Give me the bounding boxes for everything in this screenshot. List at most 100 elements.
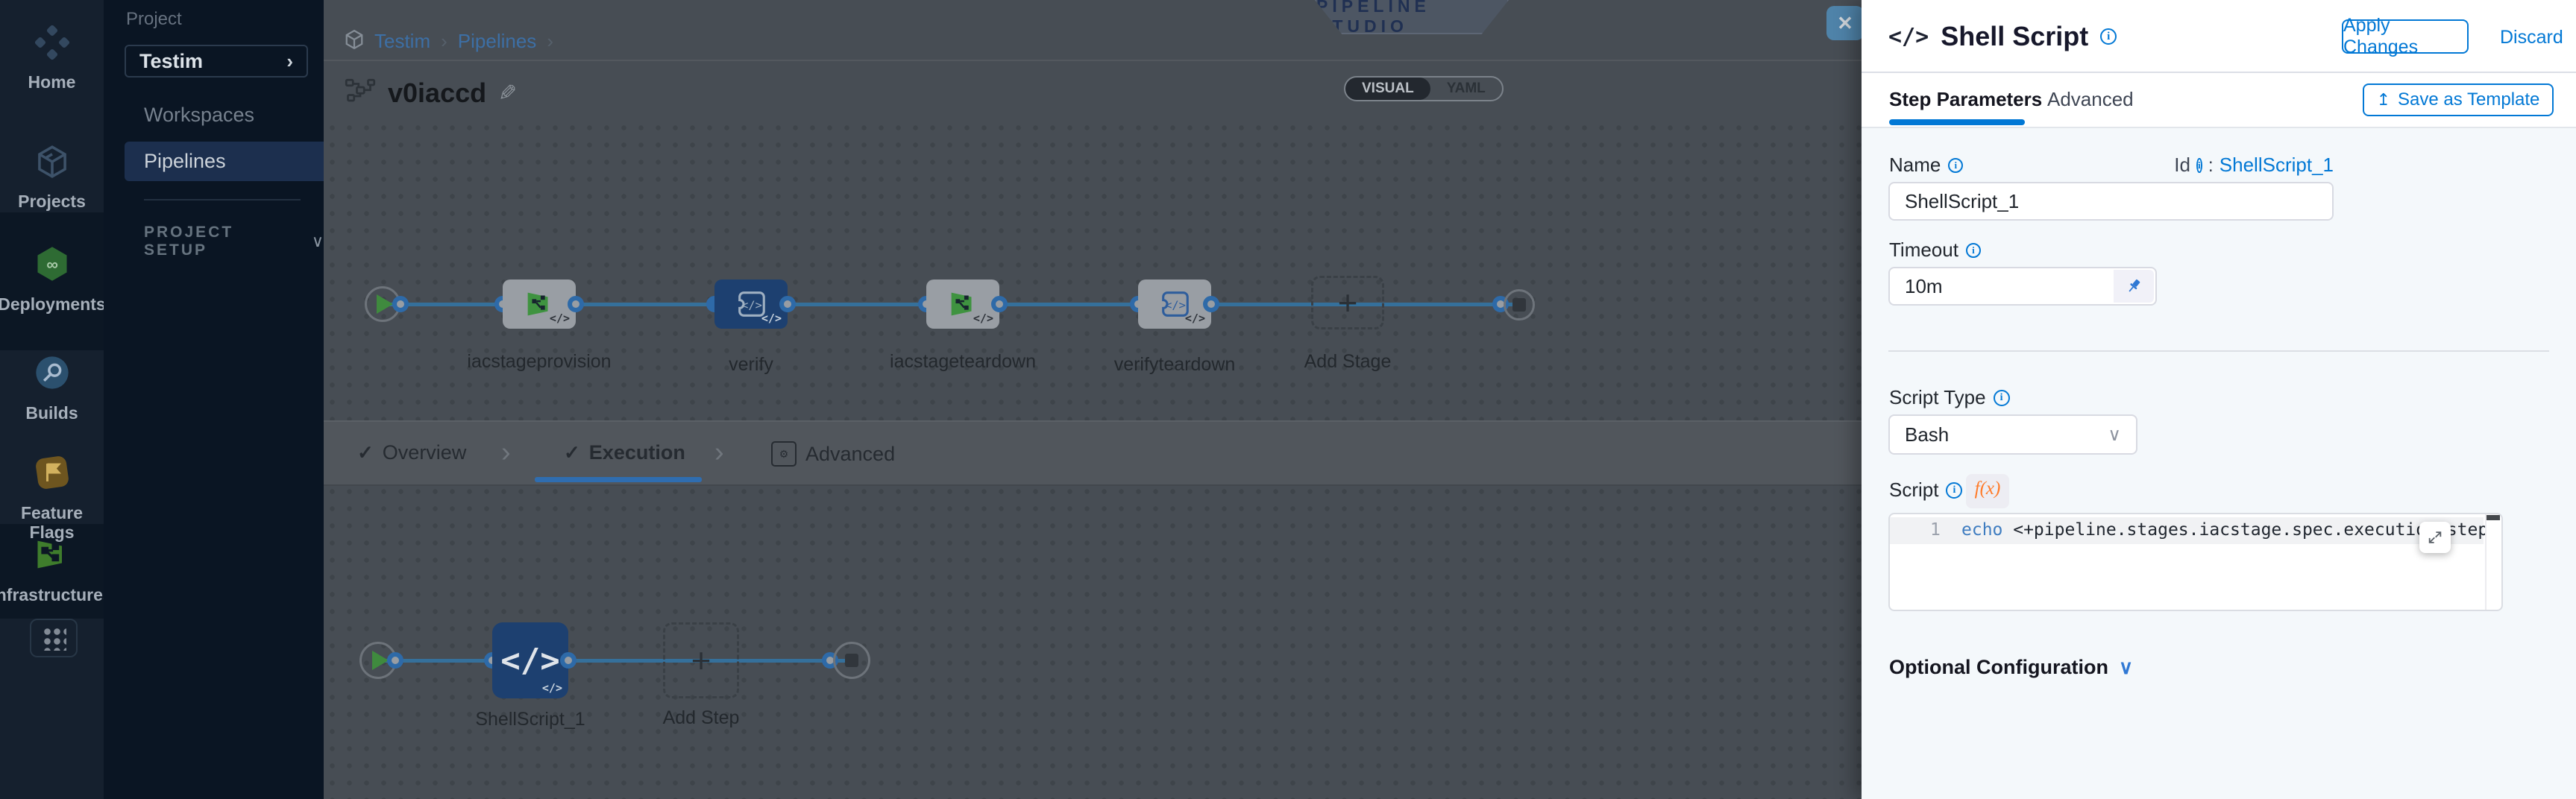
- stage-type-badge: </>: [1184, 312, 1205, 325]
- fx-icon: f(x): [1974, 479, 2001, 499]
- sidebar-item-builds[interactable]: Builds: [0, 353, 104, 423]
- tab-label: Execution: [588, 441, 685, 464]
- expand-editor-button[interactable]: [2419, 522, 2451, 553]
- stage-label: iacstageteardown: [890, 351, 1036, 372]
- connector-port[interactable]: [991, 296, 1008, 312]
- custom-stage-icon: </>: [1162, 291, 1189, 317]
- editor-code-line: echo <+pipeline.stages.iacstage.spec.exe…: [1961, 520, 2485, 540]
- step-type-badge: </>: [541, 681, 562, 695]
- stage-type-badge: </>: [973, 312, 993, 325]
- tab-overview[interactable]: ✓ Overview: [357, 441, 466, 464]
- project-setup-toggle[interactable]: PROJECT SETUP ∨: [144, 224, 324, 259]
- breadcrumb-link-project[interactable]: Testim: [374, 30, 431, 52]
- script-type-select[interactable]: Bash ∨: [1888, 414, 2137, 455]
- pipeline-canvas: Testim › Pipelines › PIPELINE STUDIO ✕: [324, 0, 1864, 799]
- advanced-tab-icon: ⚙: [771, 441, 797, 467]
- name-field-label: Name i: [1889, 154, 1964, 177]
- tab-execution[interactable]: ✓ Execution: [564, 441, 685, 464]
- tab-advanced[interactable]: ⚙ Advanced: [771, 441, 895, 467]
- id-value-link[interactable]: ShellScript_1: [2219, 154, 2334, 176]
- play-icon: [377, 294, 393, 314]
- project-setup-label: PROJECT SETUP: [144, 224, 234, 259]
- breadcrumb-link-pipelines[interactable]: Pipelines: [457, 30, 537, 52]
- close-drawer-button[interactable]: ✕: [1826, 6, 1864, 40]
- close-icon: ✕: [1837, 11, 1853, 34]
- field-label-text: Script: [1889, 479, 1939, 501]
- stage-node-iacstageteardown[interactable]: </>: [926, 280, 999, 329]
- apply-changes-button[interactable]: Apply Changes: [2342, 15, 2469, 57]
- connector-port[interactable]: [392, 296, 409, 312]
- info-icon: i: [1993, 389, 2010, 406]
- sidebar-item-home[interactable]: Home: [0, 24, 104, 92]
- step-label: ShellScript_1: [475, 709, 585, 730]
- name-input-value: ShellScript_1: [1905, 189, 2020, 212]
- timeout-input[interactable]: 10m: [1888, 267, 2157, 306]
- toggle-yaml[interactable]: YAML: [1446, 80, 1486, 96]
- active-tab-underline: [1889, 119, 2025, 125]
- name-input[interactable]: ShellScript_1: [1888, 182, 2334, 221]
- project-selector[interactable]: Testim ›: [125, 45, 308, 78]
- shell-script-icon: </>: [1888, 23, 1929, 50]
- stage-node-iacstageprovision[interactable]: </>: [503, 280, 576, 329]
- project-selector-value: Testim: [139, 49, 204, 72]
- connector-port[interactable]: [1203, 296, 1219, 312]
- stage-label: verifyteardown: [1113, 354, 1236, 375]
- step-node-shellscript[interactable]: </> </>: [492, 622, 568, 698]
- chevron-down-icon: ∨: [2118, 656, 2133, 678]
- sidebar-item-pipelines[interactable]: Pipelines: [125, 142, 324, 181]
- optional-configuration-toggle[interactable]: Optional Configuration ∨: [1889, 656, 2133, 679]
- sidebar-item-label: Workspaces: [144, 103, 255, 126]
- discard-button[interactable]: Discard: [2500, 27, 2563, 48]
- cube-icon: [34, 143, 71, 184]
- connector-port[interactable]: [779, 296, 796, 312]
- connector-port[interactable]: [568, 296, 584, 312]
- sidebar-item-feature-flags[interactable]: Feature Flags: [0, 453, 104, 542]
- stage-node-verifyteardown[interactable]: </> </>: [1138, 280, 1211, 329]
- add-stage-button[interactable]: +: [1311, 276, 1384, 329]
- module-nav: Home Projects ∞ Deployments: [0, 0, 113, 799]
- chevron-right-icon: ›: [714, 437, 724, 468]
- optional-configuration-label: Optional Configuration: [1889, 656, 2108, 678]
- sidebar-item-infrastructures[interactable]: Infrastructures: [0, 535, 113, 604]
- fx-expression-badge[interactable]: f(x): [1966, 474, 2009, 508]
- harness-logo-icon: [34, 24, 71, 65]
- tab-advanced[interactable]: Advanced: [2047, 88, 2134, 110]
- nav-band: [0, 524, 104, 619]
- pin-runtime-input-button[interactable]: [2114, 270, 2154, 303]
- step-config-drawer: </> Shell Script i Apply Changes Discard…: [1862, 0, 2576, 799]
- save-as-template-label: Save as Template: [2398, 89, 2540, 110]
- editor-scrollbar-thumb[interactable]: [2487, 515, 2500, 520]
- sidebar-item-deployments[interactable]: ∞ Deployments: [0, 244, 106, 314]
- chevron-right-icon: ›: [501, 437, 511, 468]
- divider: [144, 199, 301, 200]
- stage-canvas-dots: [324, 119, 1862, 420]
- script-code-editor[interactable]: 1 echo <+pipeline.stages.iacstage.spec.e…: [1888, 513, 2503, 611]
- sidebar-item-projects[interactable]: Projects: [0, 143, 104, 211]
- sidebar-item-label: Projects: [18, 192, 86, 211]
- toggle-visual[interactable]: VISUAL: [1345, 78, 1430, 100]
- connector-port[interactable]: [560, 652, 577, 669]
- pencil-icon[interactable]: ✎: [498, 80, 518, 106]
- pipeline-studio-label: PIPELINE STUDIO: [1316, 0, 1430, 36]
- id-label: Id: [2174, 154, 2190, 176]
- editor-line-number: 1: [1930, 520, 1941, 540]
- drawer-tabs: Step Parameters Advanced ↥ Save as Templ…: [1862, 73, 2576, 128]
- save-as-template-button[interactable]: ↥ Save as Template: [2363, 83, 2554, 116]
- all-modules-button[interactable]: [30, 619, 78, 657]
- sidebar-item-workspaces[interactable]: Workspaces: [144, 101, 254, 128]
- plus-icon: +: [691, 641, 711, 680]
- stage-node-verify[interactable]: </> </>: [714, 280, 788, 329]
- connector-port[interactable]: [387, 652, 403, 669]
- add-step-button[interactable]: +: [663, 622, 739, 698]
- code-text: <+pipeline.stages.iacstage.spec.executio…: [2013, 520, 2485, 540]
- project-sidebar: Project Testim › Workspaces Pipelines PR…: [104, 0, 324, 799]
- tab-step-parameters[interactable]: Step Parameters: [1889, 88, 2043, 110]
- view-toggle[interactable]: VISUAL YAML: [1344, 76, 1504, 101]
- script-label: Script i: [1889, 479, 1963, 502]
- infrastructure-icon: [33, 535, 72, 578]
- svg-text:∞: ∞: [46, 255, 57, 274]
- divider: [1888, 350, 2549, 352]
- shell-script-icon: </>: [500, 641, 560, 680]
- editor-active-line: [1890, 517, 2484, 544]
